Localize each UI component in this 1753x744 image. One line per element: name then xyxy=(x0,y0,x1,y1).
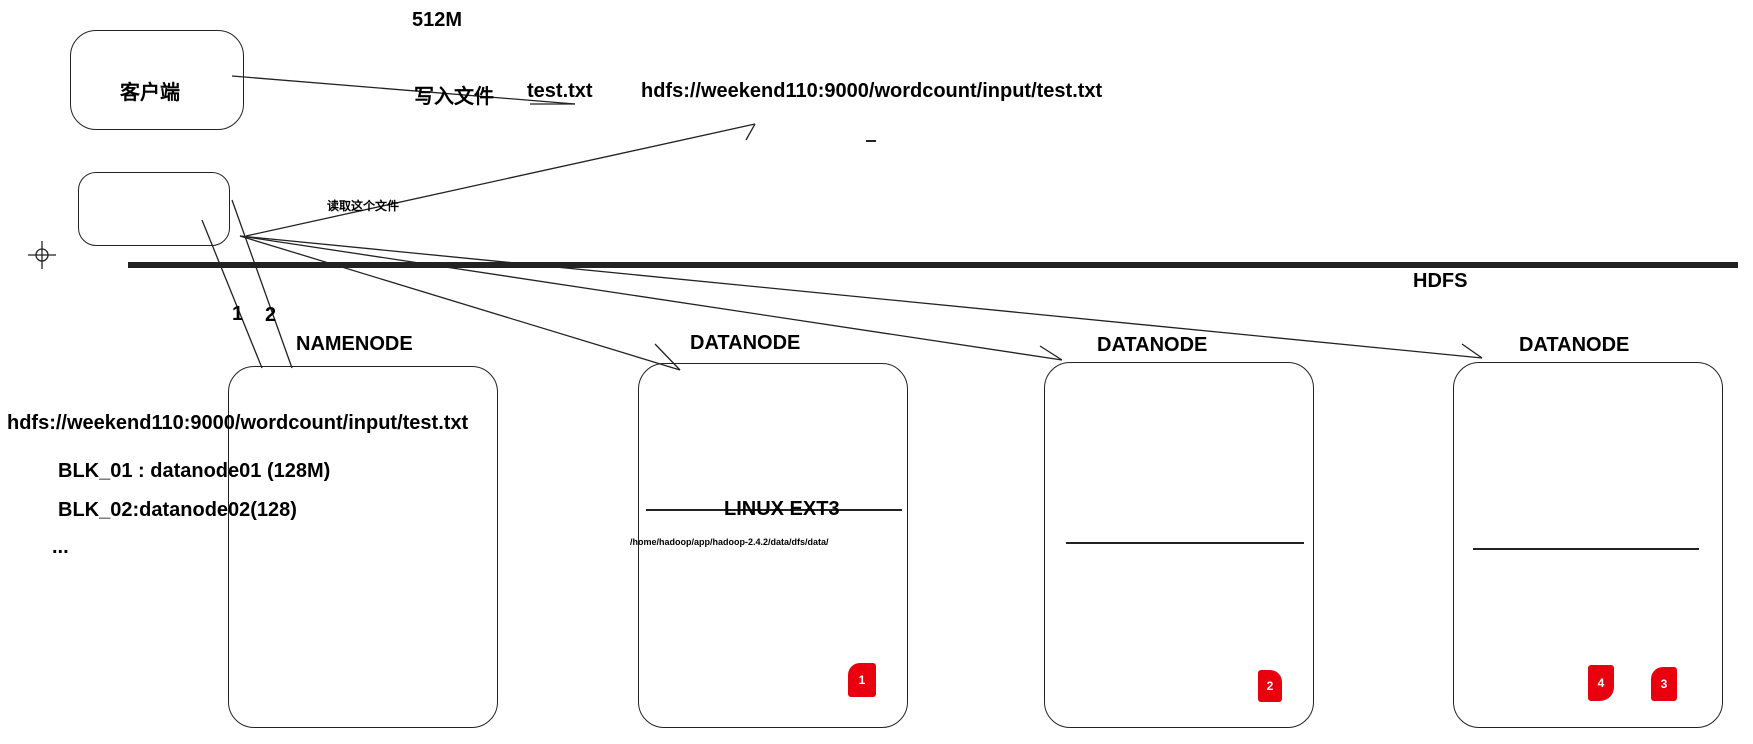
write-file-label: test.txt xyxy=(527,80,593,102)
datanode-3-title: DATANODE xyxy=(1519,334,1630,356)
block-3: 3 xyxy=(1651,667,1677,701)
datanode-2-divider xyxy=(1066,542,1304,544)
datanode-1-title: DATANODE xyxy=(690,332,801,354)
to-datanode-1-arrow xyxy=(239,235,681,371)
block-4: 4 xyxy=(1588,665,1614,701)
datanode-1-fs-label: LINUX EXT3 xyxy=(724,498,840,520)
namenode-entry: BLK_02:datanode02(128) xyxy=(58,499,297,521)
reader-client-box xyxy=(78,172,230,246)
datanode-1-box xyxy=(638,363,908,728)
block-2: 2 xyxy=(1258,670,1282,702)
datanode-2-title: DATANODE xyxy=(1097,334,1208,356)
read-to-path-arrow xyxy=(245,123,756,237)
client-label: 客户端 xyxy=(120,82,180,104)
to-datanode-3-arrow xyxy=(239,235,1483,359)
namenode-entry: BLK_01 : datanode01 (128M) xyxy=(58,460,331,482)
top-file-path: hdfs://weekend110:9000/wordcount/input/t… xyxy=(641,80,1103,102)
arrow-label-2: 2 xyxy=(265,304,277,326)
hdfs-label: HDFS xyxy=(1413,270,1468,292)
dash-mark xyxy=(866,140,876,142)
namenode-file-path: hdfs://weekend110:9000/wordcount/input/t… xyxy=(7,412,469,434)
datanode-3-divider xyxy=(1473,548,1699,550)
datanode-1-dir: /home/hadoop/app/hadoop-2.4.2/data/dfs/d… xyxy=(630,537,829,547)
arrow-2-line xyxy=(231,199,293,369)
block-1: 1 xyxy=(848,663,876,697)
client-to-write-line xyxy=(231,75,576,105)
datanode-1-divider xyxy=(646,509,902,511)
client-box xyxy=(70,30,244,130)
namenode-entry: ... xyxy=(52,536,69,558)
namenode-title: NAMENODE xyxy=(296,333,413,355)
to-datanode-2-arrow xyxy=(239,235,1063,361)
write-action-label: 写入文件 xyxy=(414,86,494,108)
datanode-2-box xyxy=(1044,362,1314,728)
arrow-label-1: 1 xyxy=(232,303,244,325)
read-file-label: 读取这个文件 xyxy=(327,199,400,213)
datanode-3-box xyxy=(1453,362,1723,728)
size-label: 512M xyxy=(412,9,463,31)
namenode-box xyxy=(228,366,498,728)
